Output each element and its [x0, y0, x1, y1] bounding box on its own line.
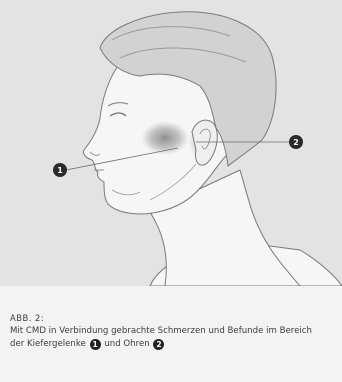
jaw-pain-highlight	[141, 121, 189, 155]
caption-line-1: Mit CMD in Verbindung gebrachte Schmerze…	[10, 325, 336, 338]
figure-panel: 1 2	[0, 0, 342, 286]
callout-2-number: 2	[293, 138, 299, 147]
caption-line-2-middle: und Ohren	[104, 339, 149, 349]
head-profile-illustration: 1 2	[0, 0, 342, 286]
caption-badge-2: 2	[153, 339, 164, 350]
figure-caption: ABB. 2: Mit CMD in Verbindung gebrachte …	[10, 312, 336, 351]
caption-badge-1: 1	[90, 339, 101, 350]
caption-line-2: der Kiefergelenke 1 und Ohren 2	[10, 338, 336, 351]
callout-1-number: 1	[57, 166, 63, 175]
caption-heading: ABB. 2:	[10, 312, 336, 325]
caption-line-2-prefix: der Kiefergelenke	[10, 339, 86, 349]
